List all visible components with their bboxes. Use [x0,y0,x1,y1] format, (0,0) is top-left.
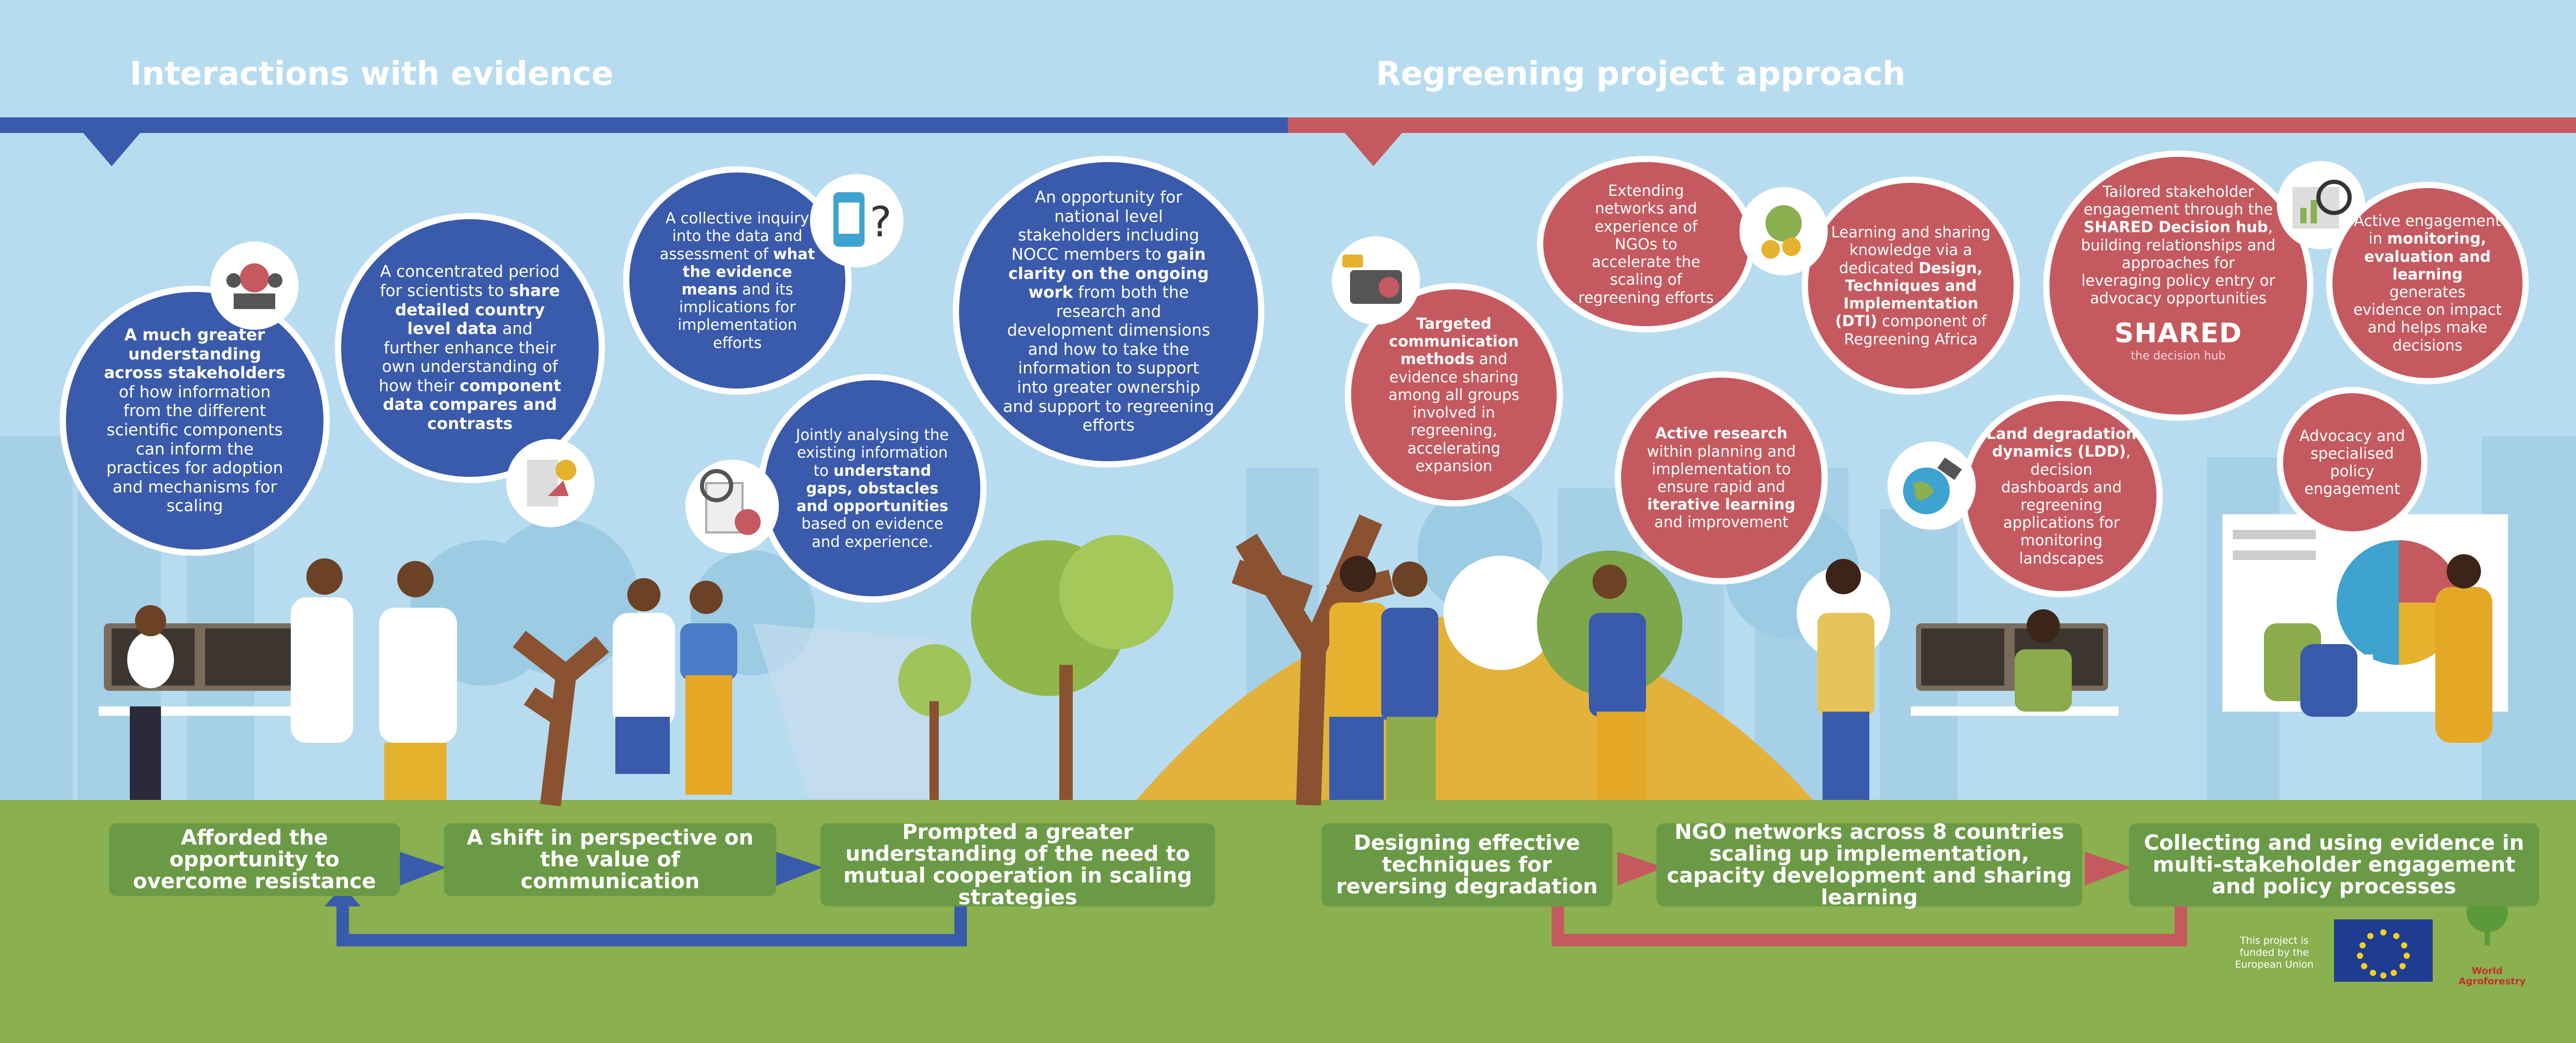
right-box-ngo-networks: NGO networks across 8 countries scaling … [1656,821,2082,908]
bubble-text: component of Regreening Africa [1844,312,1987,348]
bubble-text-bold: monitoring, evaluation and learning [2364,230,2491,283]
bubble-text: based on evidence and experience. [801,515,943,551]
phone-question-icon: ? [810,174,903,268]
bubble-text: Tailored stakeholder engagement through … [2083,183,2273,219]
radio-icon [1332,236,1420,325]
bubble-text-bold: what the evidence means [681,245,815,298]
bubble-joint-analysis: Jointly analysing the existing informati… [758,374,987,603]
bubble-text: within planning and implementation to en… [1647,442,1796,496]
bubble-text: of how information from the different sc… [106,382,284,516]
bubble-text: , building relationships and approaches … [2081,218,2276,307]
right-header-bar [1288,117,2576,133]
right-loop-arrow [1552,901,2187,946]
left-box-perspective-shift: A shift in perspective on the value of c… [444,823,776,896]
bubble-text: A collective inquiry into the data and a… [659,209,810,263]
bubble-text: Advocacy and specialised policy engageme… [2299,426,2405,498]
right-title: Regreening project approach [1376,55,1906,92]
left-box-mutual-cooperation: Prompted a greater understanding of the … [820,821,1215,908]
bubble-text: generates evidence on impact and helps m… [2353,283,2502,354]
bubble-text: and improvement [1654,513,1789,531]
bubble-text-bold: iterative learning [1647,496,1796,514]
right-box-designing-techniques: Designing effective techniques for rever… [1321,823,1612,906]
right-box-collecting-evidence: Collecting and using evidence in multi-s… [2129,823,2539,906]
bubble-dti-learning: Learning and sharing knowledge via a ded… [1802,177,2020,395]
bubble-text: A concentrated period for scientists to [380,262,560,300]
bubble-text: and its implications for implementation … [678,280,797,352]
left-box-overcome-resistance: Afforded the opportunity to overcome res… [109,823,400,896]
bubble-advocacy: Advocacy and specialised policy engageme… [2277,387,2427,538]
magnifier-gear-icon [685,460,779,553]
bubble-ldd-dashboards: Land degradation dynamics (LDD), decisio… [1960,395,2163,597]
bubble-text: and evidence sharing among all groups in… [1388,350,1520,475]
bubble-text-bold: share detailed country level data [395,281,560,339]
bubble-shared-hub: Tailored stakeholder engagement through … [2043,151,2313,421]
bubble-text-bold: Land degradation dynamics (LDD) [1986,425,2137,461]
bubble-text-bold: component data compares and contrasts [383,376,561,434]
agroforestry-logo-text: World Agroforestry [2459,966,2526,987]
bubble-text: Active engagement in [2354,212,2501,248]
bubble-active-research: Active research within planning and impl… [1615,371,1828,584]
globe-satellite-icon [1887,442,1976,530]
bubble-national-stakeholders: An opportunity for national level stakeh… [953,156,1264,467]
bubble-text-bold: Design, Techniques and Implementation (D… [1835,259,1983,330]
bubble-text-bold: Active research [1655,424,1788,443]
bubble-mel-engagement: Active engagement in monitoring, evaluat… [2326,182,2529,384]
left-loop-arrow [336,901,967,946]
shared-logo-text: SHARED [2114,317,2242,349]
bubble-text: An opportunity for national level stakeh… [1011,188,1199,264]
bubble-text: from both the research and development d… [1003,283,1215,435]
bubble-text-bold: A much greater understanding across stak… [104,326,286,383]
right-scene [1231,514,2508,806]
left-title: Interactions with evidence [130,55,614,92]
meeting-icon [210,242,299,330]
bubble-text: Jointly analysing the existing informati… [795,426,949,479]
bubble-text-bold: gain clarity on the ongoing work [1008,245,1209,302]
eu-flag-logo [2334,919,2433,982]
bubble-text-bold: understand gaps, obstacles and opportuni… [796,461,949,515]
bubble-text-bold: Targeted communication methods [1389,315,1519,368]
svg-text:?: ? [870,198,892,246]
bubble-text: , decision dashboards and regreening app… [2001,443,2131,567]
left-scene [99,535,1174,807]
shared-logo-subtitle: the decision hub [2130,349,2226,363]
bubble-text-bold: SHARED Decision hub [2084,218,2268,236]
bubble-text: and further enhance their own understand… [379,319,558,395]
funding-note: This project is funded by the European U… [2235,935,2314,970]
data-chart-icon [506,439,595,527]
left-header-bar [0,117,1288,133]
bubble-text: Learning and sharing knowledge via a ded… [1831,223,1991,277]
bubble-text: Extending networks and experience of NGO… [1578,182,1714,306]
bubble-ngo-networks: Extending networks and experience of NGO… [1537,156,1755,332]
plant-coins-icon [1739,187,1828,275]
